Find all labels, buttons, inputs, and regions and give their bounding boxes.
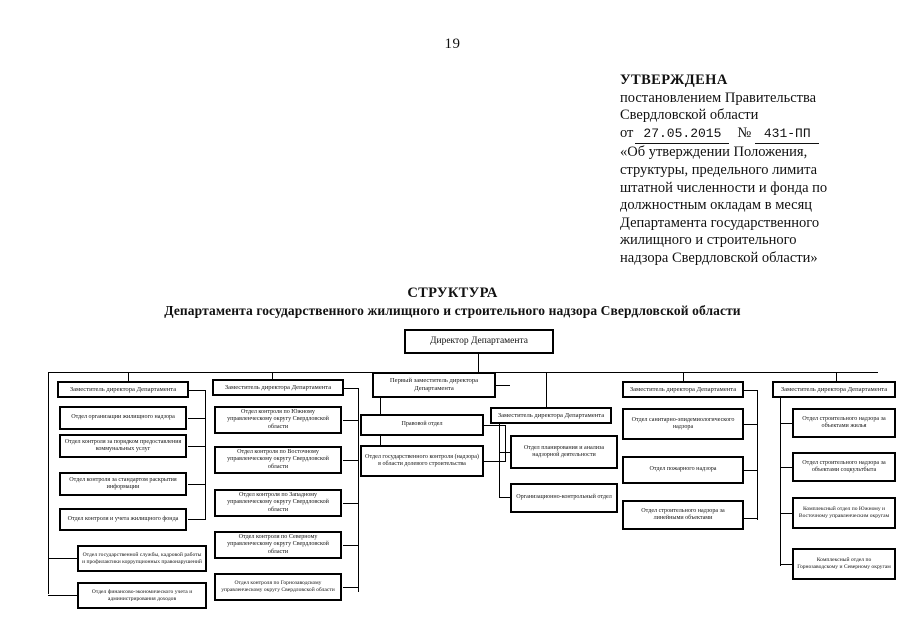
- org-node-unit-1-3[interactable]: Отдел контроля за стандартом раскрытия и…: [59, 472, 187, 496]
- approval-line-3: «Об утверждении Положения,: [620, 144, 808, 161]
- org-node-unit-2-4[interactable]: Отдел контроля по Северному управленческ…: [214, 531, 342, 559]
- connector-b5-stub-3: [744, 518, 758, 520]
- connector-b2-stub-1: [343, 420, 359, 422]
- org-node-unit-2-5[interactable]: Отдел контроля по Горнозаводскому управл…: [214, 573, 342, 601]
- org-node-unit-2-3[interactable]: Отдел контроля по Западному управленческ…: [214, 489, 342, 517]
- connector-b2-stub-2: [343, 460, 359, 462]
- connector-b1-stub-4: [188, 519, 206, 521]
- org-node-unit-4-1[interactable]: Отдел планирования и анализа надзорной д…: [510, 435, 618, 469]
- approval-line-4: структуры, предельного лимита: [620, 161, 818, 178]
- org-node-unit-1-5[interactable]: Отдел государственной службы, кадровой р…: [77, 545, 207, 572]
- connector-b1-stub-2: [188, 446, 206, 448]
- org-node-head-4[interactable]: Заместитель директора Департамента: [490, 407, 612, 424]
- org-node-unit-6-3[interactable]: Комплексный отдел по Южному и Восточному…: [792, 497, 896, 529]
- org-node-root[interactable]: Директор Департамента: [404, 329, 554, 354]
- connector-b2-stub-3: [343, 503, 359, 505]
- connector-bus-drop-5: [683, 372, 685, 382]
- org-node-unit-6-4[interactable]: Комплексный отдел по Горнозаводскому и С…: [792, 548, 896, 580]
- org-node-unit-6-1[interactable]: Отдел строительного надзора за объектами…: [792, 408, 896, 438]
- connector-b1-stub-3: [188, 484, 206, 486]
- org-node-unit-5-3[interactable]: Отдел строительного надзора за линейными…: [622, 500, 744, 530]
- org-node-unit-6-2[interactable]: Отдел строительного надзора за объектами…: [792, 452, 896, 482]
- connector-b3-head-stub: [496, 385, 510, 387]
- connector-b6-stub-1: [780, 423, 793, 425]
- org-node-unit-2-2[interactable]: Отдел контроля по Восточному управленчес…: [214, 446, 342, 474]
- approval-line-2: Свердловской области: [620, 107, 759, 124]
- connector-b5-stub-h: [744, 390, 758, 392]
- org-node-head-6[interactable]: Заместитель директора Департамента: [772, 381, 896, 398]
- approval-line-5: штатной численности и фонда по: [620, 179, 828, 196]
- connector-b2-stub-h: [343, 388, 359, 390]
- org-node-head-2[interactable]: Заместитель директора Департамента: [212, 379, 344, 396]
- approval-heading: УТВЕРЖДЕНА: [620, 72, 728, 88]
- org-node-unit-1-2[interactable]: Отдел контроля за порядком предоставлени…: [59, 434, 187, 458]
- approval-decree-line: от 27.05.2015 № 431-ПП: [620, 125, 895, 145]
- connector-b3-stub-2: [484, 461, 506, 463]
- connector-b3-stub-1: [484, 425, 506, 427]
- connector-bus-drop-6: [836, 372, 838, 382]
- connector-b2-stub-4: [343, 545, 359, 547]
- approval-line-1: постановлением Правительства: [620, 89, 817, 106]
- org-node-unit-5-1[interactable]: Отдел санитарно-эпидемиологического надз…: [622, 408, 744, 440]
- connector-b2-right-spine: [358, 388, 360, 592]
- connector-b4-stub-1: [499, 452, 511, 454]
- connector-bus-drop-4: [546, 372, 548, 407]
- approval-line-8: жилищного и строительного: [620, 232, 797, 249]
- connector-b1-stub-5: [48, 558, 78, 560]
- number-symbol: №: [737, 124, 752, 141]
- connector-b6-stub-3: [780, 513, 793, 515]
- connector-b4-stub-2: [499, 497, 511, 499]
- page-number: 19: [444, 36, 461, 52]
- org-node-unit-1-1[interactable]: Отдел организации жилищного надзора: [59, 406, 187, 430]
- connector-bus-drop-1: [48, 372, 50, 382]
- chart-subtitle: Департамента государственного жилищного …: [164, 303, 741, 318]
- connector-bus-drop-1b: [128, 372, 130, 382]
- approval-line-7: Департамента государственного: [620, 214, 820, 231]
- chart-title: СТРУКТУРА: [407, 285, 498, 301]
- org-node-unit-1-4[interactable]: Отдел контроля и учета жилищного фонда: [59, 508, 187, 531]
- org-node-unit-1-6[interactable]: Отдел финансово-экономического учета и а…: [77, 582, 207, 609]
- date-label: от: [620, 124, 634, 141]
- connector-b1-stub-1: [188, 418, 206, 420]
- date-value: 27.05.2015: [635, 125, 730, 145]
- connector-b1-right-spine: [205, 390, 207, 520]
- org-node-unit-3-1[interactable]: Правовой отдел: [360, 414, 484, 436]
- connector-b6-stub-4: [780, 564, 793, 566]
- connector-b1-stub-6: [48, 595, 78, 597]
- connector-b2-stub-5: [343, 587, 359, 589]
- connector-root-drop: [478, 354, 480, 373]
- connector-b6-spine: [780, 398, 782, 566]
- org-node-head-5[interactable]: Заместитель директора Департамента: [622, 381, 744, 398]
- connector-b4-spine: [499, 424, 501, 498]
- connector-b5-right-spine: [757, 390, 759, 520]
- org-node-head-1[interactable]: Заместитель директора Департамента: [57, 381, 189, 398]
- org-node-unit-3-2[interactable]: Отдел государственного контроля (надзора…: [360, 445, 484, 477]
- approval-line-6: должностным окладам в месяц: [620, 197, 813, 214]
- approval-block: УТВЕРЖДЕНА постановлением Правительства …: [620, 72, 895, 268]
- approval-line-9: надзора Свердловской области»: [620, 249, 818, 266]
- connector-b1-stub-h: [188, 390, 206, 392]
- connector-b1-left-spine: [48, 382, 50, 594]
- number-value: 431-ПП: [755, 125, 820, 145]
- connector-b5-stub-2: [744, 470, 758, 472]
- connector-b3-right-spine: [505, 425, 507, 462]
- org-node-unit-5-2[interactable]: Отдел пожарного надзора: [622, 456, 744, 484]
- org-node-unit-4-2[interactable]: Организационно-контрольный отдел: [510, 483, 618, 513]
- org-node-unit-2-1[interactable]: Отдел контроля по Южному управленческому…: [214, 406, 342, 434]
- connector-bus-drop-2: [272, 372, 274, 382]
- connector-b6-stub-2: [780, 467, 793, 469]
- org-node-head-3[interactable]: Первый заместитель директора Департамент…: [372, 372, 496, 398]
- connector-b5-stub-1: [744, 424, 758, 426]
